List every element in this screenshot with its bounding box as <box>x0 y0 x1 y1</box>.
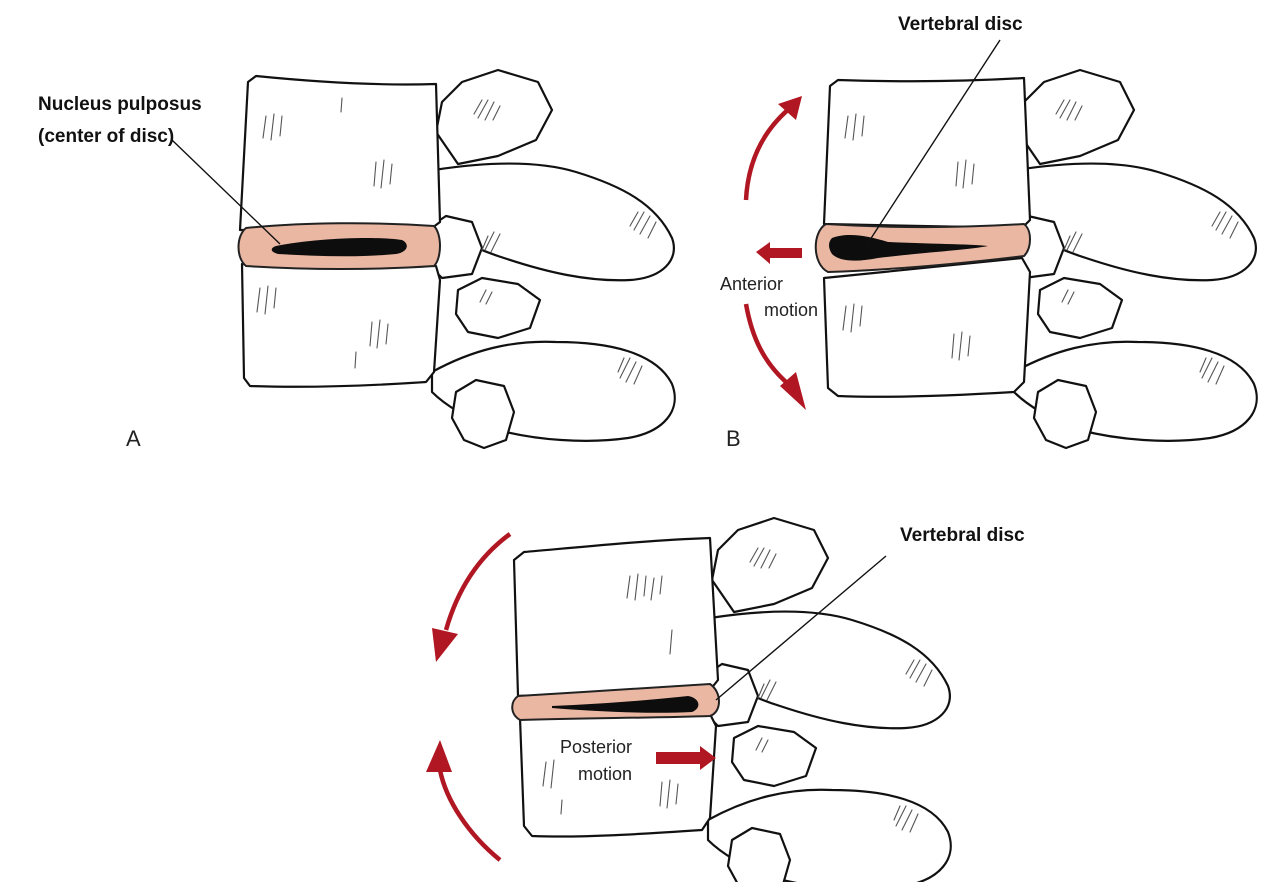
nucleus-pulposus-sublabel: (center of disc) <box>38 126 174 147</box>
vertebral-disc-label: Vertebral disc <box>898 14 1023 35</box>
vertebral-disc-label-c: Vertebral disc <box>900 525 1025 546</box>
anterior-motion-label: Anterior <box>720 274 783 294</box>
curved-arrow-up-icon <box>746 108 790 200</box>
curved-arrow-down-left-icon <box>446 534 510 630</box>
panel-c <box>512 518 951 882</box>
arrowhead-up-left-icon <box>426 740 452 772</box>
panel-a <box>239 70 675 448</box>
curved-arrow-up-left-icon <box>440 770 500 860</box>
anterior-motion-label-line2: motion <box>764 300 818 320</box>
posterior-motion-label: Posterior <box>560 737 632 757</box>
anterior-arrow-icon <box>756 242 802 264</box>
posterior-motion-label-line2: motion <box>578 764 632 784</box>
panel-letter-b: B <box>726 426 741 451</box>
arrowhead-down-left-icon <box>432 628 458 662</box>
nucleus-pulposus-label: Nucleus pulposus <box>38 94 202 115</box>
panel-letter-a: A <box>126 426 141 451</box>
panel-b <box>816 70 1257 448</box>
